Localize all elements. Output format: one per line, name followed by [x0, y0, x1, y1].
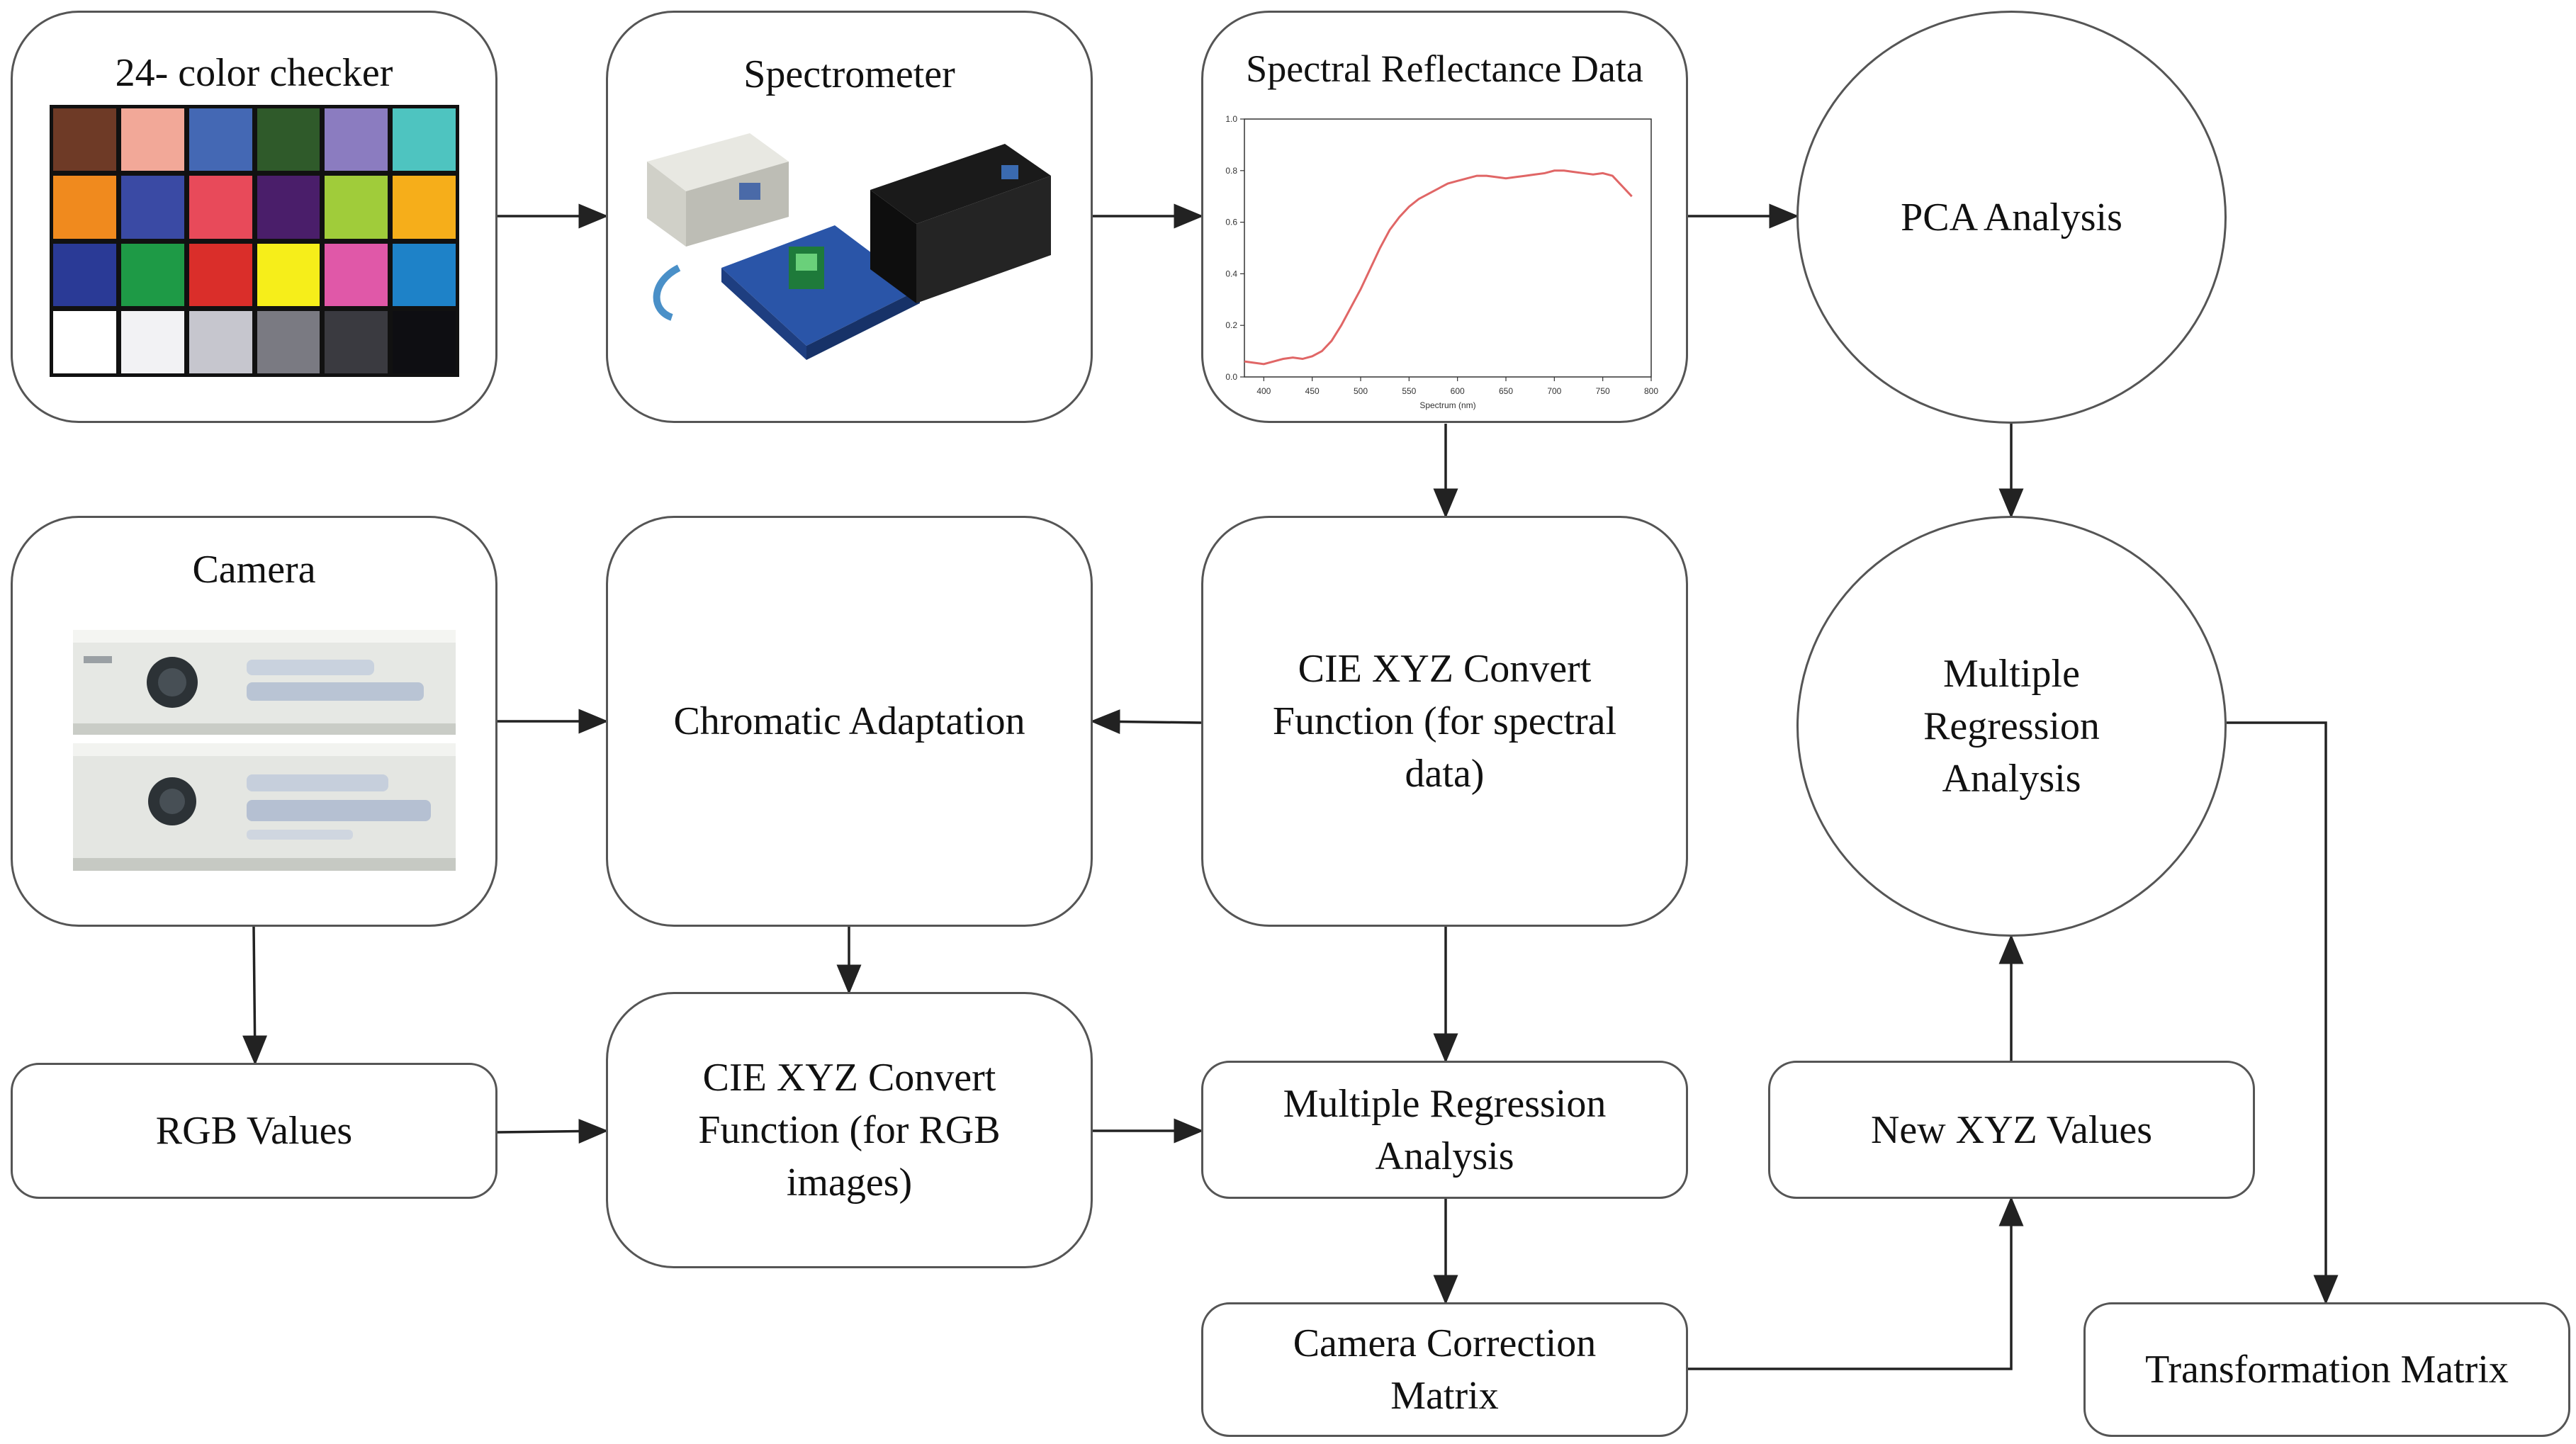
spectrometer-box: Spectrometer — [606, 11, 1093, 423]
color-swatch — [257, 243, 320, 306]
arrow-cie-xyz-spectral-to-chromatic-adaptation — [1090, 709, 1202, 735]
color-swatch — [393, 310, 456, 373]
x-tick-label: 700 — [1547, 386, 1561, 396]
pca-analysis-circle: PCA Analysis — [1796, 11, 2227, 424]
color-swatch — [325, 108, 388, 171]
color-swatch — [189, 108, 252, 171]
y-tick-label: 0.6 — [1225, 218, 1237, 227]
cie-xyz-spectral-label: CIE XYZ Convert Function (for spectral d… — [1272, 647, 1617, 796]
pca-analysis-label: PCA Analysis — [1901, 195, 2122, 239]
camera-box: Camera — [11, 516, 497, 927]
y-tick-label: 0.4 — [1225, 269, 1237, 278]
arrow-rgb-values-to-cie-xyz-rgb — [497, 1119, 609, 1144]
transformation-matrix-box: Transformation Matrix — [2083, 1302, 2570, 1437]
spectrometer-image — [647, 133, 1051, 360]
x-axis-label: Spectrum (nm) — [1419, 400, 1475, 410]
color-swatch — [393, 108, 456, 171]
new-xyz-values-label: New XYZ Values — [1870, 1107, 2153, 1152]
rgb-values-label: RGB Values — [155, 1109, 353, 1153]
y-tick-label: 0.2 — [1225, 320, 1237, 330]
y-tick-label: 0.8 — [1225, 166, 1237, 176]
chart-plot-frame — [1244, 118, 1652, 378]
color-swatch — [120, 243, 184, 306]
color-swatch — [325, 243, 388, 306]
chromatic-adaptation-box: Chromatic Adaptation — [606, 516, 1093, 927]
color-swatch — [53, 243, 116, 306]
color-checker-box: 24- color checker — [11, 11, 497, 423]
color-swatch — [53, 310, 116, 373]
cie-xyz-rgb-box: CIE XYZ Convert Function (for RGB images… — [606, 992, 1093, 1268]
color-swatch — [325, 176, 388, 239]
color-swatch — [189, 243, 252, 306]
spectral-data-box: Spectral Reflectance Data 400 450 500 550 60… — [1201, 11, 1688, 423]
arrow-camera-to-rgb-values — [242, 926, 268, 1066]
spectral-data-title: Spectral Reflectance Data — [1246, 47, 1643, 90]
camera-title: Camera — [192, 548, 316, 592]
color-swatch — [120, 176, 184, 239]
color-swatch — [257, 176, 320, 239]
camera-correction-matrix-label: Camera Correction Matrix — [1293, 1321, 1597, 1418]
color-swatch — [257, 310, 320, 373]
color-swatch — [120, 108, 184, 171]
x-tick-label: 450 — [1305, 386, 1320, 396]
x-tick-label: 400 — [1256, 386, 1271, 396]
x-tick-label: 750 — [1596, 386, 1610, 396]
multiple-regression-box: Multiple Regression Analysis — [1201, 1061, 1688, 1199]
camera-image — [73, 630, 456, 871]
spectrometer-title: Spectrometer — [743, 52, 955, 96]
color-swatch — [257, 108, 320, 171]
multiple-regression-circle-label: Multiple Regression Analysis — [1923, 652, 2100, 801]
cie-xyz-rgb-label: CIE XYZ Convert Function (for RGB images… — [698, 1056, 1001, 1205]
color-swatch — [189, 176, 252, 239]
x-tick-label: 600 — [1451, 386, 1465, 396]
new-xyz-values-box: New XYZ Values — [1768, 1061, 2255, 1199]
camera-correction-matrix-box: Camera Correction Matrix — [1201, 1302, 1688, 1437]
y-tick-label: 1.0 — [1225, 114, 1237, 124]
transformation-matrix-label: Transformation Matrix — [2145, 1348, 2509, 1392]
reflectance-curve — [1244, 169, 1633, 366]
x-tick-label: 650 — [1499, 386, 1513, 396]
chromatic-adaptation-label: Chromatic Adaptation — [673, 699, 1025, 743]
arrow-correction-matrix-to-new-xyz — [1688, 1196, 2024, 1370]
x-tick-label: 800 — [1644, 386, 1658, 396]
rgb-values-box: RGB Values — [11, 1063, 497, 1199]
multiple-regression-box-label: Multiple Regression Analysis — [1283, 1081, 1607, 1178]
arrow-regression-circle-to-transformation-matrix — [2227, 721, 2339, 1305]
color-swatch — [53, 108, 116, 171]
color-checker-title: 24- color checker — [115, 51, 393, 95]
color-swatch — [325, 310, 388, 373]
x-tick-label: 500 — [1354, 386, 1368, 396]
x-tick-label: 550 — [1402, 386, 1416, 396]
cie-xyz-spectral-box: CIE XYZ Convert Function (for spectral d… — [1201, 516, 1688, 927]
multiple-regression-circle: Multiple Regression Analysis — [1796, 516, 2227, 937]
color-swatch — [189, 310, 252, 373]
spectral-reflectance-chart: 400 450 500 550 600 650 700 750 800 0.0 0.2 0.4 0.6 0… — [1225, 114, 1658, 410]
color-swatch — [393, 243, 456, 306]
color-swatch — [53, 176, 116, 239]
color-checker-grid — [50, 105, 459, 377]
color-swatch — [120, 310, 184, 373]
color-swatch — [393, 176, 456, 239]
y-tick-label: 0.0 — [1225, 372, 1237, 382]
